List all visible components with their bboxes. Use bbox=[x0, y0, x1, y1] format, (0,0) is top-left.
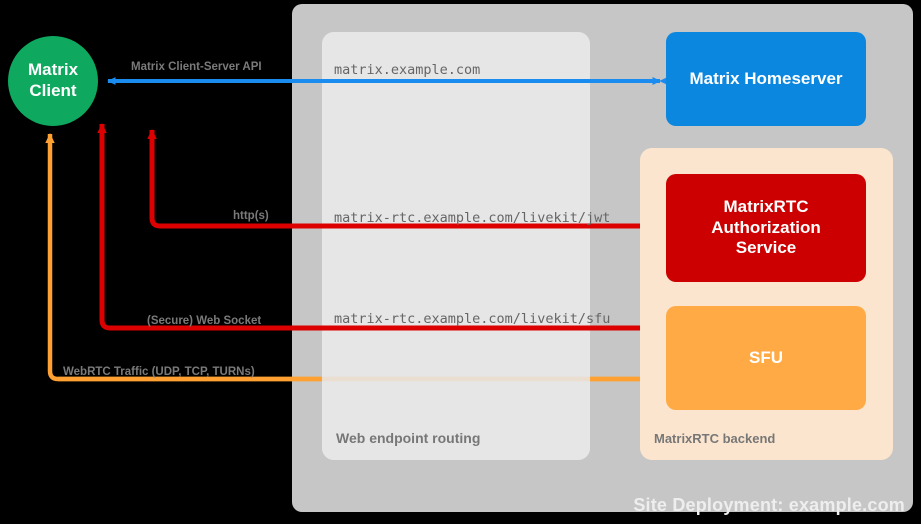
site-deployment-title: Site Deployment: example.com bbox=[633, 495, 905, 515]
link-label-websocket: (Secure) Web Socket bbox=[147, 315, 262, 327]
node-auth-label-line2: Authorization bbox=[711, 217, 821, 237]
link-label-client-server-api: Matrix Client-Server API bbox=[131, 61, 262, 73]
node-matrix-homeserver-label: Matrix Homeserver bbox=[689, 68, 843, 88]
node-sfu[interactable]: SFU bbox=[666, 306, 866, 410]
node-matrix-client-label-stack: Matrix Client bbox=[28, 60, 78, 101]
endpoint-url-matrix: matrix.example.com bbox=[334, 62, 481, 78]
node-matrix-client-label-line2: Client bbox=[29, 81, 77, 100]
node-matrix-client[interactable]: Matrix Client bbox=[8, 36, 98, 126]
node-auth-label-stack: MatrixRTC Authorization Service bbox=[711, 197, 821, 259]
node-matrix-homeserver[interactable]: Matrix Homeserver bbox=[666, 32, 866, 126]
endpoint-url-sfu: matrix-rtc.example.com/livekit/sfu bbox=[334, 311, 611, 327]
endpoint-url-jwt: matrix-rtc.example.com/livekit/jwt bbox=[334, 210, 611, 226]
link-label-https: http(s) bbox=[233, 210, 269, 222]
matrixrtc-backend-label: MatrixRTC backend bbox=[654, 431, 776, 446]
node-auth-label-line3: Service bbox=[735, 238, 797, 258]
node-matrix-client-label-line1: Matrix bbox=[27, 60, 79, 80]
node-auth-label-line1: MatrixRTC bbox=[723, 196, 809, 216]
link-label-webrtc: WebRTC Traffic (UDP, TCP, TURNs) bbox=[63, 366, 255, 378]
node-sfu-label: SFU bbox=[749, 347, 783, 367]
node-matrixrtc-authorization-service[interactable]: MatrixRTC Authorization Service bbox=[666, 174, 866, 282]
